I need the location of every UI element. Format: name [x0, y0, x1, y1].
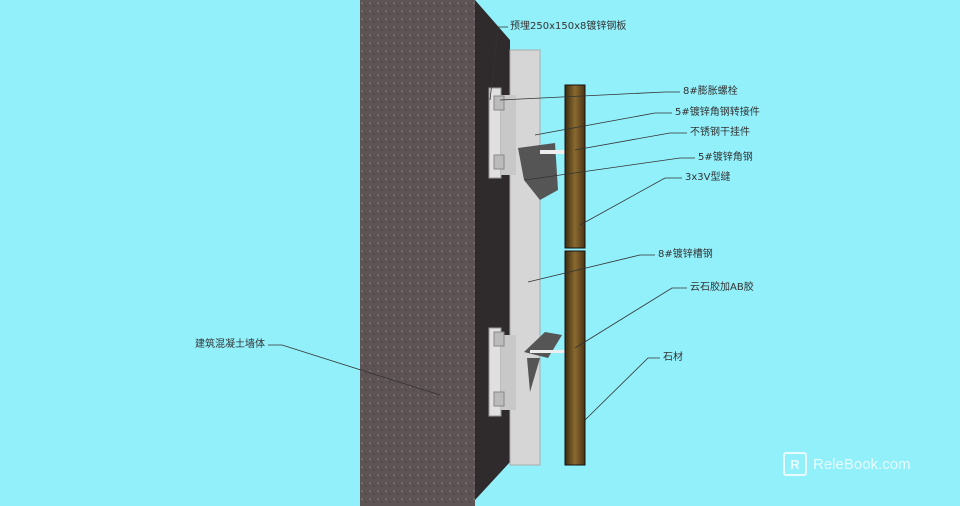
- bolt: [493, 95, 505, 111]
- angle-steel-top: [518, 143, 558, 200]
- label-v-joint: 3x3V型缝: [685, 172, 731, 183]
- hanger-bottom: [530, 350, 572, 353]
- watermark: R ReleBook.com: [783, 452, 911, 476]
- leader-lines: [268, 26, 695, 421]
- label-glue: 云石胶加AB胶: [690, 282, 754, 293]
- concrete-wall: [360, 0, 475, 506]
- angle-steel-bottom-leg: [527, 358, 540, 392]
- label-channel-steel: 8#镀锌槽钢: [658, 249, 713, 260]
- connector-top: [501, 95, 516, 175]
- label-angle-steel: 5#镀锌角钢: [698, 152, 753, 163]
- label-angle-connector: 5#镀锌角钢转接件: [675, 107, 760, 118]
- label-stainless-hanger: 不锈钢干挂件: [690, 127, 750, 138]
- connector-bottom: [501, 335, 516, 410]
- label-embedded-plate: 预埋250x150x8镀锌钢板: [510, 21, 627, 32]
- bolt: [493, 331, 505, 347]
- stone-panel-top: [564, 84, 586, 249]
- label-expansion-bolt: 8#膨胀螺栓: [683, 86, 738, 97]
- label-wall: 建筑混凝土墙体: [195, 339, 265, 350]
- watermark-text: ReleBook.com: [813, 455, 911, 473]
- bolt: [493, 154, 505, 170]
- stone-panel-bottom: [564, 250, 586, 466]
- bolt: [493, 391, 505, 407]
- label-stone: 石材: [663, 352, 683, 363]
- relebook-logo-icon: R: [783, 452, 807, 476]
- hanger-top: [540, 150, 570, 154]
